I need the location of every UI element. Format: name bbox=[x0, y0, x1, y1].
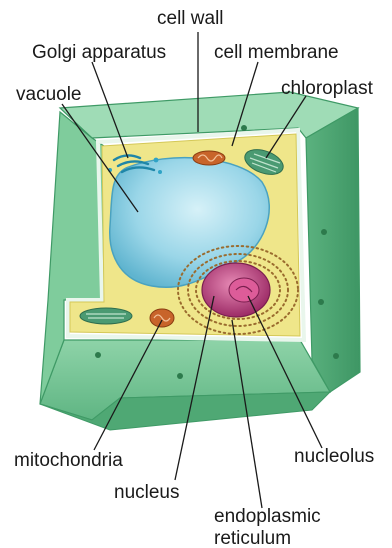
label-chloroplast: chloroplast bbox=[281, 78, 374, 99]
label-vacuole: vacuole bbox=[16, 84, 82, 105]
nucleolus bbox=[229, 278, 259, 302]
label-mitochondria: mitochondria bbox=[14, 450, 123, 471]
label-reticulum: reticulum bbox=[214, 528, 291, 548]
chloroplast-bottom bbox=[80, 308, 132, 324]
label-nucleus: nucleus bbox=[114, 482, 180, 503]
mitochondrion-bottom bbox=[150, 309, 174, 327]
label-golgi-apparatus: Golgi apparatus bbox=[32, 42, 166, 63]
label-cell-membrane: cell membrane bbox=[214, 42, 339, 63]
nucleus bbox=[202, 263, 270, 317]
mitochondrion-top bbox=[193, 151, 225, 165]
label-nucleolus: nucleolus bbox=[294, 446, 374, 467]
label-endoplasmic: endoplasmic bbox=[214, 506, 321, 527]
label-cell-wall: cell wall bbox=[157, 8, 224, 29]
